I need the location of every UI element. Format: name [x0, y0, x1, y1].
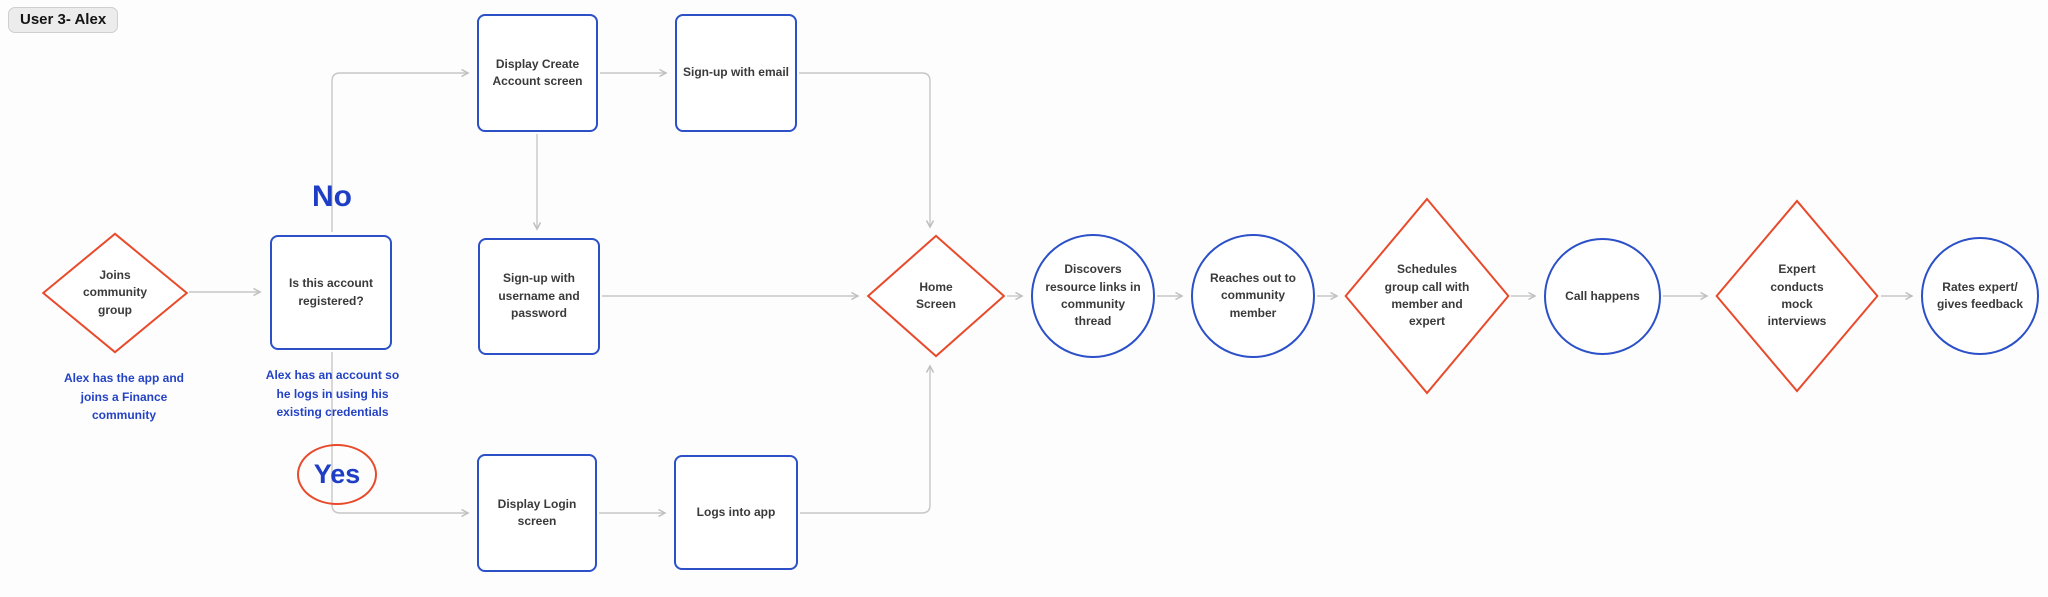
diamond-shape-icon — [1344, 197, 1510, 395]
node-label: Reaches out to community member — [1209, 270, 1296, 320]
node-home-screen[interactable]: Home Screen — [866, 234, 1006, 358]
edge-no-to-create-account — [331, 68, 470, 232]
node-label: Discovers resource links in community th… — [1045, 262, 1141, 329]
node-call-happens[interactable]: Call happens — [1544, 238, 1661, 355]
node-signup-with-email[interactable]: Sign-up with email — [675, 14, 797, 132]
diamond-shape-icon — [866, 234, 1006, 358]
node-label: Joins community group — [82, 267, 147, 317]
node-label: Is this account registered? — [288, 276, 374, 308]
node-rates-expert[interactable]: Rates expert/ gives feedback — [1921, 237, 2039, 355]
node-label: Rates expert/ gives feedback — [1936, 279, 2024, 311]
node-label: Home Screen — [915, 279, 957, 311]
annotation-alex-account: Alex has an account so he logs in using … — [265, 368, 400, 420]
node-signup-with-username[interactable]: Sign-up with username and password — [478, 238, 600, 355]
node-logs-into-app[interactable]: Logs into app — [674, 455, 798, 570]
node-reaches-out[interactable]: Reaches out to community member — [1191, 234, 1315, 358]
node-label: Call happens — [1565, 288, 1640, 303]
node-display-login[interactable]: Display Login screen — [477, 454, 597, 572]
node-joins-community-group[interactable]: Joins community group — [41, 232, 189, 354]
annotation-alex-app: Alex has the app and joins a Finance com… — [63, 371, 185, 423]
node-display-create-account[interactable]: Display Create Account screen — [477, 14, 598, 132]
node-expert-mock-interviews[interactable]: Expert conducts mock interviews — [1715, 199, 1879, 393]
node-label: Sign-up with username and password — [498, 271, 580, 321]
node-is-account-registered[interactable]: Is this account registered? — [270, 235, 392, 350]
node-label: Display Create Account screen — [492, 56, 583, 88]
edge-email-to-home — [799, 72, 935, 229]
node-label: Schedules group call with member and exp… — [1384, 262, 1470, 329]
node-label: Logs into app — [696, 504, 776, 519]
node-discovers-resources[interactable]: Discovers resource links in community th… — [1031, 234, 1155, 358]
node-label: Display Login screen — [497, 496, 577, 528]
user-tag[interactable]: User 3- Alex — [8, 7, 119, 33]
diamond-shape-icon — [1715, 199, 1879, 393]
branch-label-yes[interactable]: Yes — [297, 444, 377, 505]
node-label: Expert conducts mock interviews — [1767, 262, 1827, 329]
edge-logsin-to-home — [800, 364, 935, 514]
edge-yes-to-login — [331, 352, 470, 518]
node-label: Sign-up with email — [682, 65, 789, 80]
diamond-shape-icon — [41, 232, 189, 354]
node-schedules-call[interactable]: Schedules group call with member and exp… — [1344, 197, 1510, 395]
branch-label-no[interactable]: No — [312, 180, 352, 213]
